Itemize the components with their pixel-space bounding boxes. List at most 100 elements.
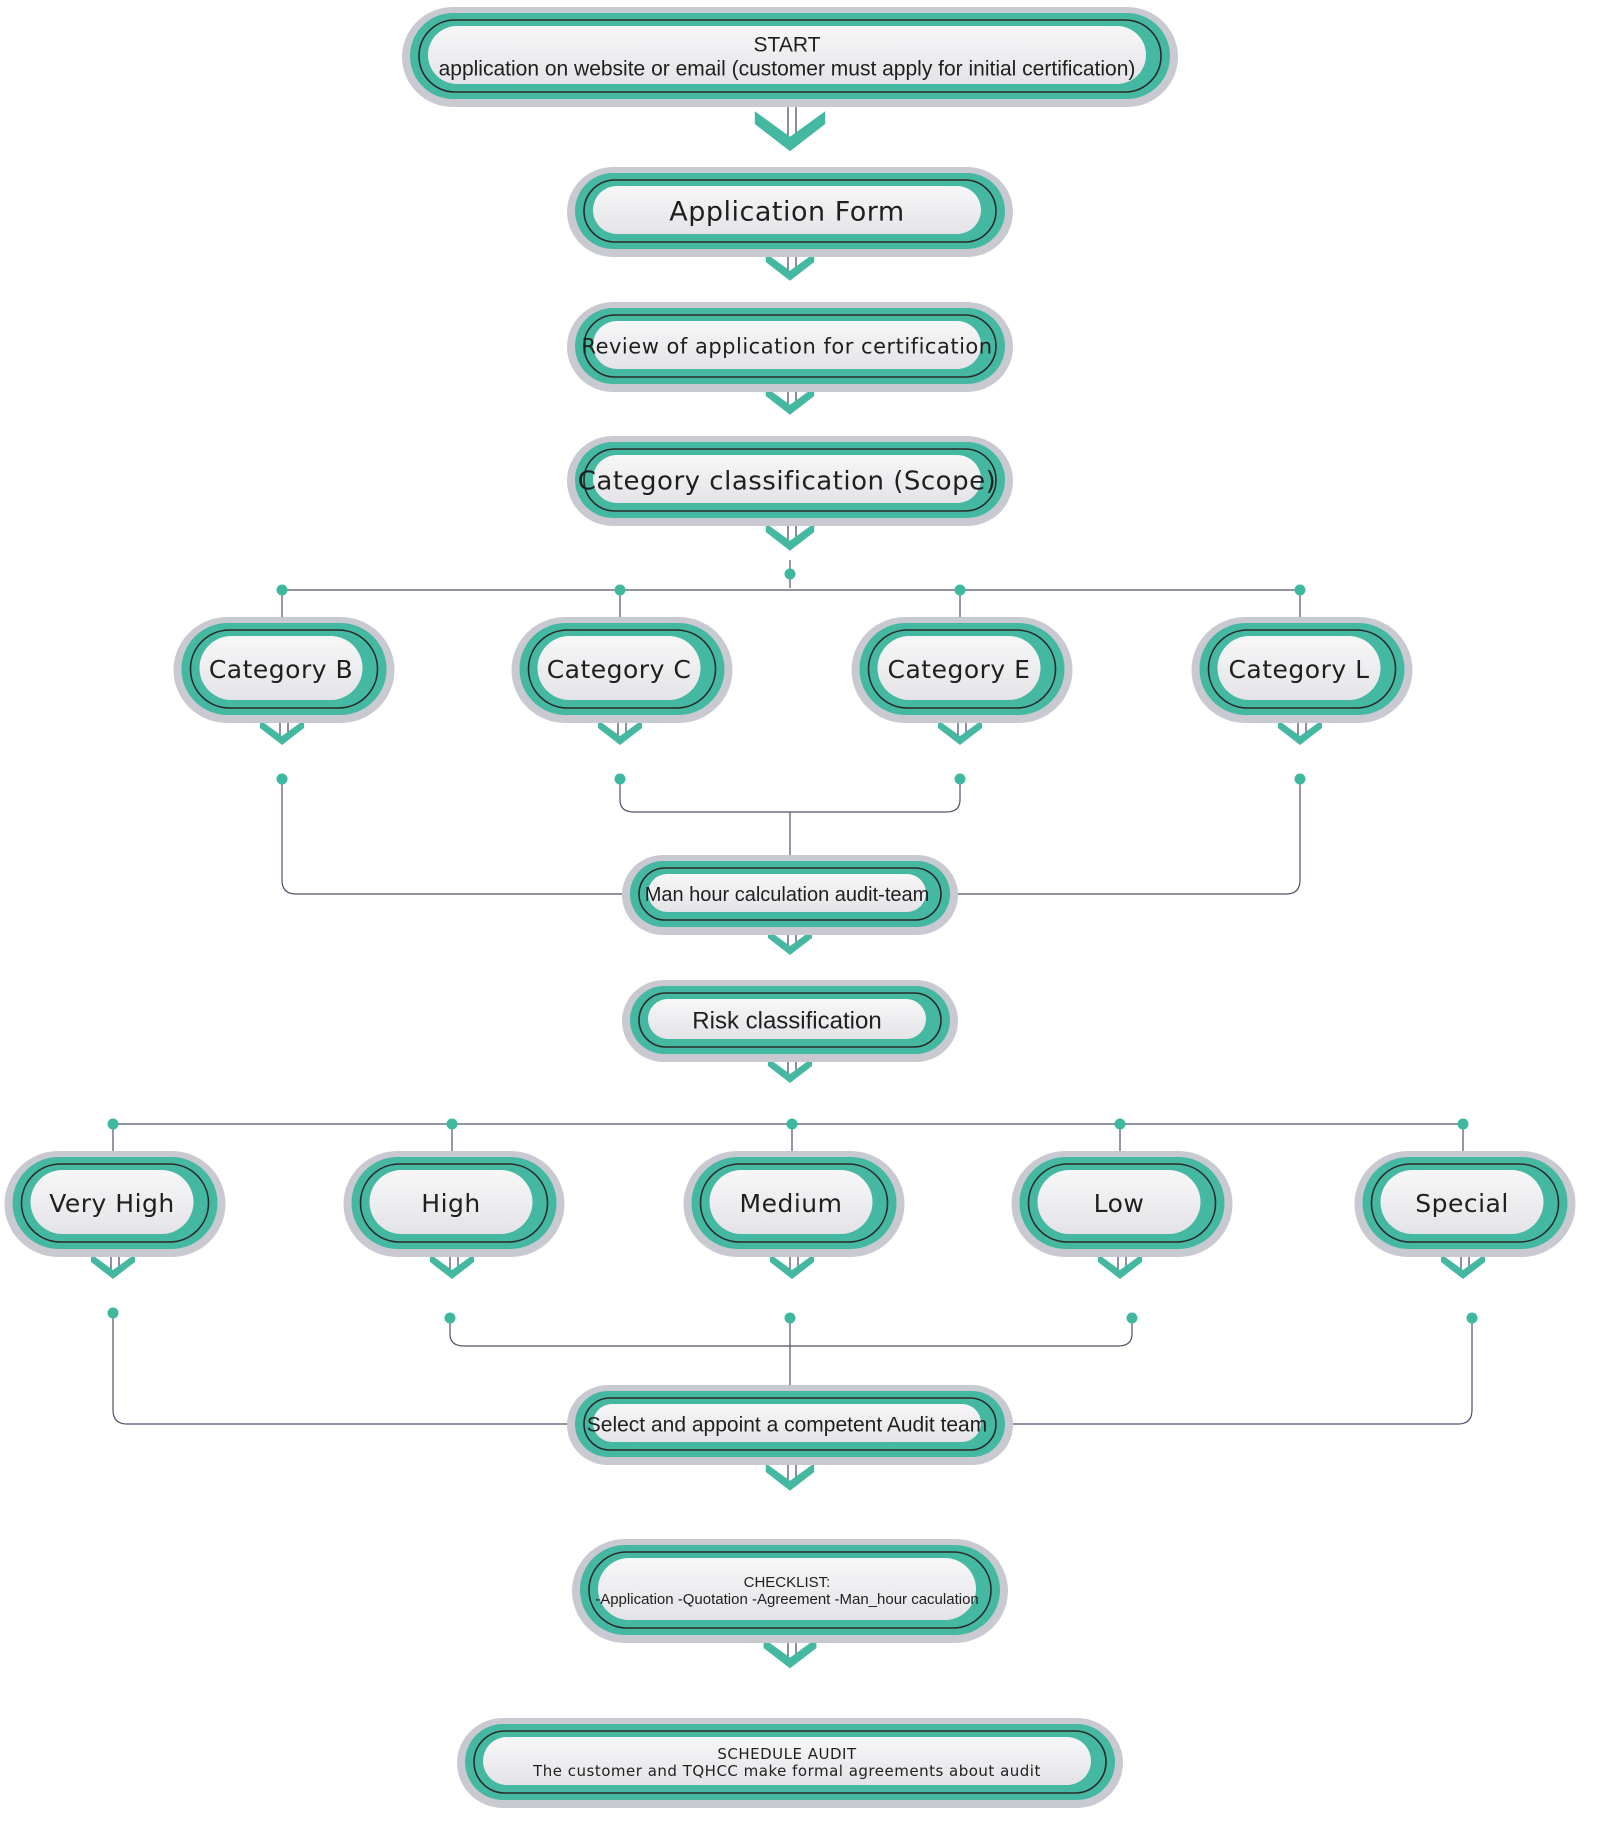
man-hour-box: Man hour calculation audit-team [622,855,958,935]
merge-very-high [112,1313,580,1425]
category-box-3: Category E [851,617,1073,723]
category-box-3-label: Category E [888,655,1031,684]
risk-box-4-label: Low [1094,1189,1145,1218]
category-out-dot-3 [954,773,966,785]
arrow-risk-classification-chevron [768,1058,812,1083]
risk-box-4-inner [1037,1170,1201,1234]
start-box-outline [418,19,1162,93]
man-hour-box-inner [648,874,926,912]
schedule-audit-box-line-2: The customer and TQHCC make formal agree… [532,1762,1041,1780]
risk-box-4-outline [1027,1163,1217,1243]
category-box-4: Category L [1191,617,1413,723]
arrow-checklist-chevron [763,1638,817,1669]
risk-bus-dot-5 [1457,1118,1469,1130]
arrow-risk-4-chevron [1098,1254,1142,1279]
risk-out-dot-3 [784,1312,796,1324]
category-box-3-outline [867,629,1057,709]
arrow-review-to-category-chevron [765,387,815,415]
risk-box-1-inner [30,1170,194,1234]
category-out-dot-1 [276,773,288,785]
application-form-box-outline [583,179,997,243]
arrow-form-to-review-chevron [765,253,815,281]
arrow-category-4-chevron [1278,720,1322,745]
branch-dot-categories [784,568,796,580]
category-bus-dot-2 [614,584,626,596]
arrow-category-3-chevron [938,720,982,745]
schedule-audit-box-line-1: SCHEDULE AUDIT [717,1745,857,1763]
risk-box-3-outline [699,1163,889,1243]
start-box-line-2: application on website or email (custome… [439,58,1136,81]
checklist-box-line-2: -Application -Quotation -Agreement -Man_… [595,1591,979,1608]
category-box-2-outline [527,629,717,709]
application-form-box-inner [593,186,981,234]
risk-box-3-inner [709,1170,873,1234]
arrow-risk-3-chevron [770,1254,814,1279]
checklist-box-outline [588,1551,992,1629]
category-bus-dot-1 [276,584,288,596]
risk-box-1-label: Very High [49,1189,175,1218]
risk-out-dot-1 [107,1307,119,1319]
risk-out-dot-4 [1126,1312,1138,1324]
risk-bus-dot-4 [1114,1118,1126,1130]
category-box-2: Category C [511,617,733,723]
connector-dots [107,568,1478,1324]
application-form-box: Application Form [567,167,1013,257]
category-box-1-label: Category B [209,655,353,684]
select-team-box-outline [583,1397,997,1451]
merge-l [950,779,1301,895]
review-box-inner [593,321,981,369]
category-box-1-inner [199,636,363,700]
category-classification-box-inner [593,455,981,503]
select-team-box: Select and appoint a competent Audit tea… [567,1385,1013,1465]
arrow-man-hour-chevron [768,930,812,955]
schedule-audit-box-outline [473,1730,1107,1794]
risk-box-4: Low [1011,1151,1233,1257]
category-out-dot-4 [1294,773,1306,785]
arrow-risk-2-chevron [430,1254,474,1279]
arrow-select-team-chevron [765,1463,815,1491]
category-box-4-outline [1207,629,1397,709]
risk-box-2-outline [359,1163,549,1243]
risk-classification-box-label: Risk classification [692,1008,881,1035]
checklist-box-line-1: CHECKLIST: [744,1574,831,1591]
merge-special [1000,1318,1473,1425]
risk-box-3: Medium [683,1151,905,1257]
category-out-dot-2 [614,773,626,785]
checklist-box: CHECKLIST:-Application -Quotation -Agree… [572,1539,1008,1643]
man-hour-box-label: Man hour calculation audit-team [645,884,930,906]
category-box-3-inner [877,636,1041,700]
risk-box-1: Very High [4,1151,226,1257]
start-box-inner [428,26,1146,84]
application-form-box-label: Application Form [669,197,904,228]
checklist-box-inner [598,1558,976,1620]
merge-b [281,779,630,895]
start-box-line-1: START [754,33,821,56]
select-team-box-inner [593,1404,981,1442]
category-box-4-inner [1217,636,1381,700]
risk-out-dot-2 [444,1312,456,1324]
arrow-category-1-chevron [260,720,304,745]
risk-box-5-inner [1380,1170,1544,1234]
man-hour-box-outline [638,867,942,921]
risk-box-5-outline [1370,1163,1560,1243]
risk-box-3-label: Medium [740,1189,843,1218]
risk-box-2: High [343,1151,565,1257]
arrow-category-classification-chevron [765,523,815,551]
risk-out-dot-5 [1466,1312,1478,1324]
arrow-start-to-form-chevron [754,111,826,152]
arrow-risk-5-chevron [1441,1254,1485,1279]
risk-bus-dot-1 [107,1118,119,1130]
category-box-2-label: Category C [547,655,692,684]
arrow-risk-1-chevron [91,1254,135,1279]
risk-classification-box-outline [638,992,942,1048]
category-box-4-label: Category L [1228,655,1369,684]
category-box-1-outline [189,629,379,709]
risk-box-5: Special [1354,1151,1576,1257]
category-bus-dot-3 [954,584,966,596]
risk-bus-dot-3 [786,1118,798,1130]
category-classification-box-outline [583,448,997,512]
